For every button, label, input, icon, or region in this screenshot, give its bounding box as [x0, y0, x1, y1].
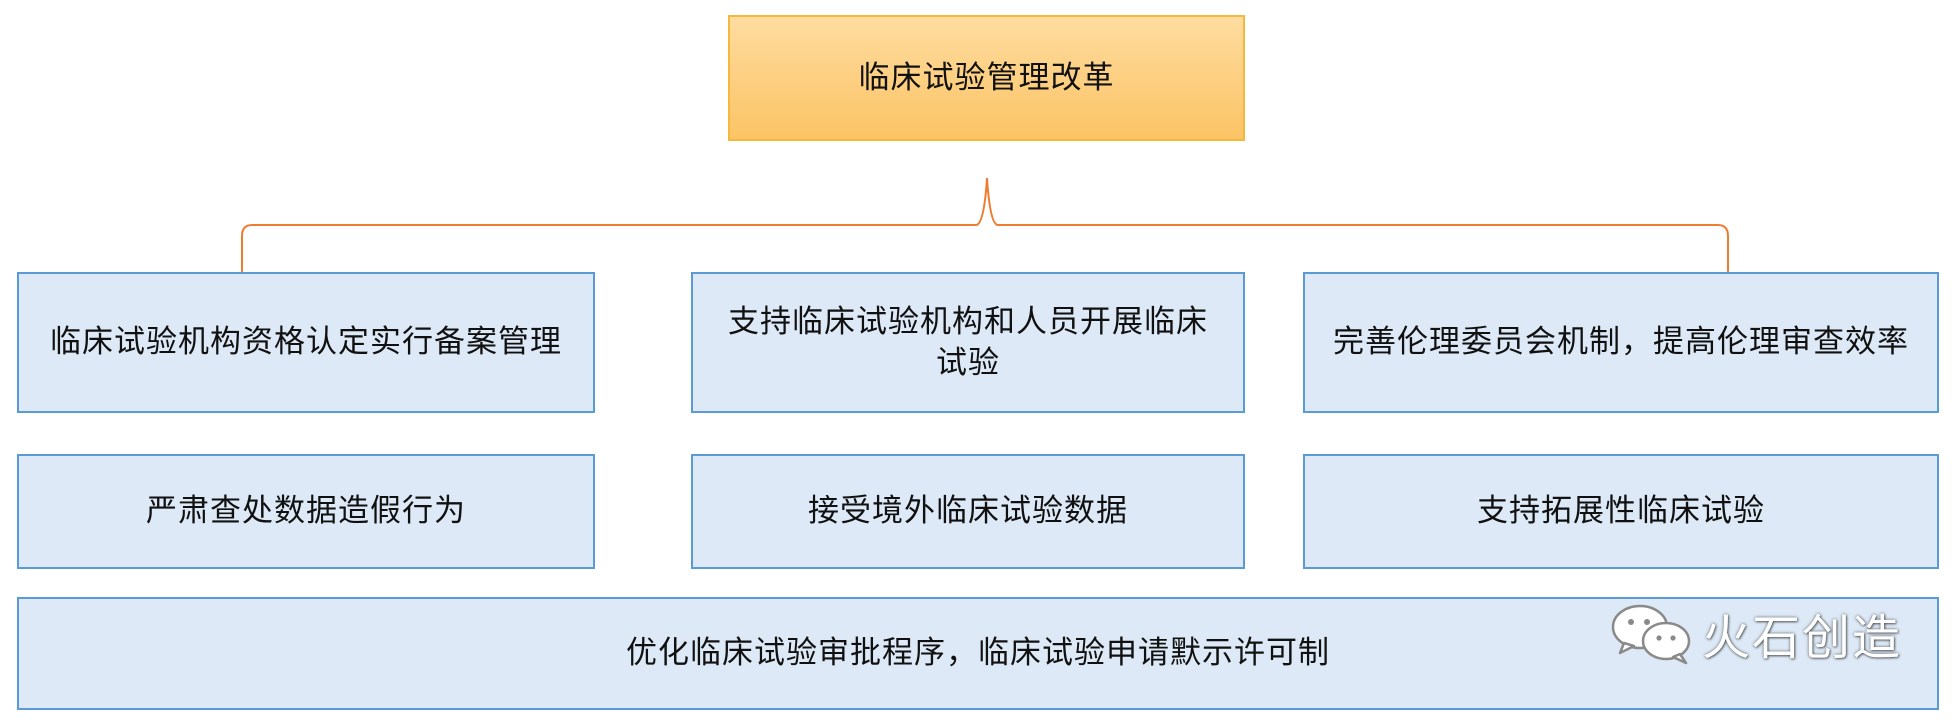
wechat-icon	[1611, 604, 1691, 665]
node-label: 接受境外临床试验数据	[808, 493, 1128, 529]
node-label: 支持临床试验机构和人员开展临床试验	[728, 303, 1208, 381]
watermark: 火石创造	[1610, 598, 1902, 668]
node-label: 严肃查处数据造假行为	[146, 493, 466, 529]
node-ethics-committee: 完善伦理委员会机制，提高伦理审查效率	[1303, 272, 1939, 413]
node-expanded-trials: 支持拓展性临床试验	[1303, 454, 1939, 569]
node-label: 完善伦理委员会机制，提高伦理审查效率	[1333, 324, 1909, 360]
node-label: 支持拓展性临床试验	[1477, 493, 1765, 529]
node-support-institutions: 支持临床试验机构和人员开展临床试验	[691, 272, 1245, 413]
node-data-fraud: 严肃查处数据造假行为	[17, 454, 595, 569]
node-label: 临床试验机构资格认定实行备案管理	[50, 324, 562, 360]
node-label: 优化临床试验审批程序，临床试验申请默示许可制	[626, 635, 1330, 671]
root-node-label: 临床试验管理改革	[858, 59, 1115, 96]
node-foreign-data: 接受境外临床试验数据	[691, 454, 1245, 569]
node-institution-filing: 临床试验机构资格认定实行备案管理	[17, 272, 595, 413]
root-node: 临床试验管理改革	[728, 15, 1245, 141]
brace-line	[241, 177, 1729, 272]
watermark-text: 火石创造	[1702, 610, 1903, 666]
